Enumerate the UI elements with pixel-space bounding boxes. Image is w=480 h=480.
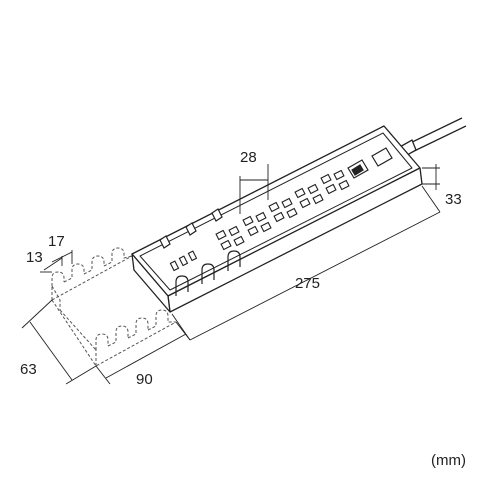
cable-hooks-front (175, 250, 241, 296)
outlet-1 (215, 225, 245, 251)
dim-label-slot-width: 13 (26, 249, 43, 266)
dim-label-outlet-pitch: 28 (240, 149, 257, 166)
dim-label-height: 33 (445, 191, 462, 208)
outlet-3 (268, 197, 298, 223)
dim-label-tray-height: 63 (20, 361, 37, 378)
power-switch (347, 147, 393, 179)
usb-ports (169, 250, 198, 272)
unit-label: (mm) (431, 452, 466, 469)
outlets (215, 169, 350, 251)
outlet-5 (320, 169, 350, 195)
outlet-4 (294, 183, 324, 209)
dim-label-depth: 90 (136, 371, 153, 388)
cable-hooks-back (159, 208, 223, 249)
power-cord (397, 117, 467, 159)
dim-label-length: 275 (295, 275, 320, 292)
outlet-2 (242, 211, 272, 237)
dim-label-slot-pitch: 17 (48, 233, 65, 250)
cable-tray-dashed (51, 247, 177, 367)
dimension-lines (21, 164, 441, 385)
